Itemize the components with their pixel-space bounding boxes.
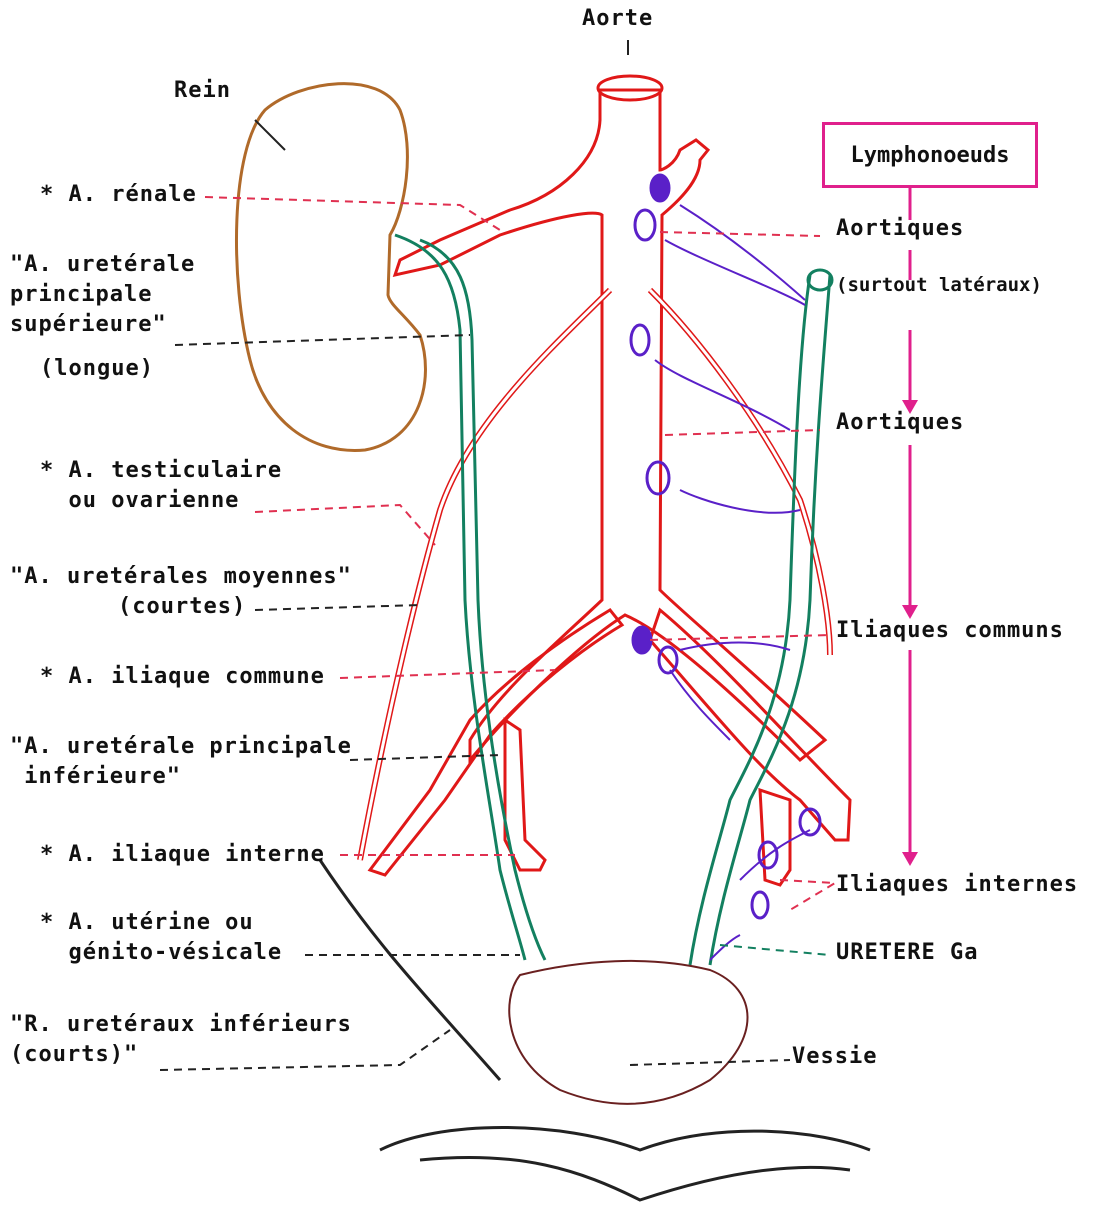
label-a-ureterale-superieure: "A. uretérale principale supérieure" xyxy=(10,250,195,340)
label-lymphonoeuds: Lymphonoeuds xyxy=(851,143,1010,168)
label-rein: Rein xyxy=(174,76,231,106)
label-a-renale: * A. rénale xyxy=(40,180,197,210)
label-surtout-lateraux: (surtout latéraux) xyxy=(836,270,1042,300)
label-longue: (longue) xyxy=(40,354,154,384)
label-aortiques-1: Aortiques xyxy=(836,214,964,244)
label-aorte: Aorte xyxy=(582,4,653,34)
label-a-ureterales-moyennes: "A. uretérales moyennes" xyxy=(10,562,352,592)
label-a-iliaque-commune: * A. iliaque commune xyxy=(40,662,325,692)
label-vessie: Vessie xyxy=(792,1042,877,1072)
label-iliaques-communs: Iliaques communs xyxy=(836,616,1064,646)
right-internal-iliac xyxy=(760,790,790,885)
label-iliaques-internes: Iliaques internes xyxy=(836,870,1078,900)
label-courtes: (courtes) xyxy=(118,592,246,622)
label-a-testiculaire: * A. testiculaire ou ovarienne xyxy=(40,456,282,516)
label-a-ureterale-inferieure: "A. uretérale principale inférieure" xyxy=(10,732,352,792)
aorta-opening xyxy=(598,76,662,100)
label-a-iliaque-interne: * A. iliaque interne xyxy=(40,840,325,870)
label-aortiques-2: Aortiques xyxy=(836,408,964,438)
label-a-uterine: * A. utérine ou génito-vésicale xyxy=(40,908,282,968)
lymphonoeuds-box: Lymphonoeuds xyxy=(822,122,1038,188)
bladder xyxy=(509,961,747,1104)
label-uretere-ga: URETERE Ga xyxy=(836,938,978,968)
label-r-ureteraux: "R. uretéraux inférieurs (courts)" xyxy=(10,1010,352,1070)
right-ureter xyxy=(690,275,810,965)
